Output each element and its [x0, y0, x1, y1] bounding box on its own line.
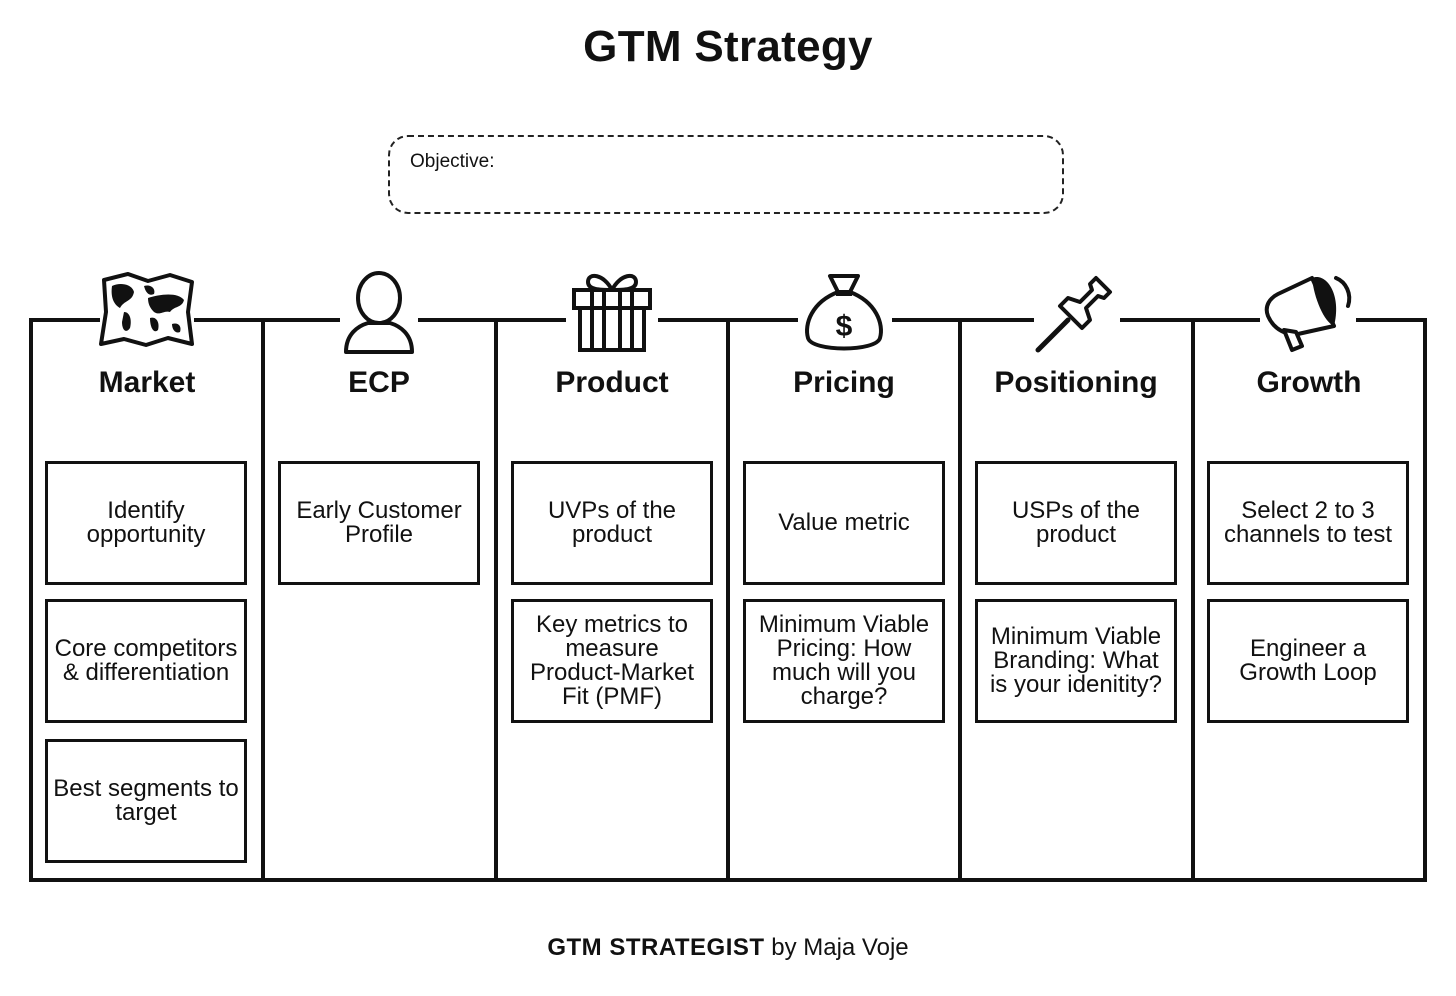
money-bag-icon: $: [805, 274, 883, 351]
svg-text:$: $: [836, 310, 853, 343]
column-heading-pricing: Pricing: [793, 366, 895, 399]
growth-card-channels[interactable]: Select 2 to 3 channels to test: [1207, 461, 1409, 585]
column-heading-growth: Growth: [1256, 366, 1362, 399]
positioning-card-branding[interactable]: Minimum Viable Branding: What is your id…: [975, 599, 1177, 723]
world-map-icon: [99, 272, 194, 347]
footer-brand: GTM STRATEGIST: [547, 934, 765, 961]
footer-credit: GTM STRATEGIST by Maja Voje: [0, 934, 1456, 962]
person-icon: [344, 271, 414, 354]
objective-field[interactable]: Objective:: [388, 135, 1064, 214]
objective-label: Objective:: [410, 151, 495, 172]
pricing-card-value-metric[interactable]: Value metric: [743, 461, 945, 585]
page-title: GTM Strategy: [583, 22, 873, 71]
column-heading-market: Market: [98, 366, 196, 399]
product-card-pmf-metrics[interactable]: Key metrics to measure Product-Market Fi…: [511, 599, 713, 723]
positioning-card-usps[interactable]: USPs of the product: [975, 461, 1177, 585]
growth-card-growth-loop[interactable]: Engineer a Growth Loop: [1207, 599, 1409, 723]
pricing-card-mvp-pricing[interactable]: Minimum Viable Pricing: How much will yo…: [743, 599, 945, 723]
product-card-uvps[interactable]: UVPs of the product: [511, 461, 713, 585]
market-card-opportunity[interactable]: Identify opportunity: [45, 461, 247, 585]
column-heading-product: Product: [555, 366, 669, 399]
pushpin-icon: [1035, 276, 1112, 353]
gift-box-icon: [572, 273, 652, 352]
column-heading-ecp: ECP: [348, 366, 410, 399]
market-card-competitors[interactable]: Core competitors & differentiation: [45, 599, 247, 723]
market-card-segments[interactable]: Best segments to target: [45, 739, 247, 863]
column-heading-positioning: Positioning: [994, 366, 1158, 399]
ecp-card-profile[interactable]: Early Customer Profile: [278, 461, 480, 585]
megaphone-icon: [1264, 276, 1352, 352]
footer-byline: by Maja Voje: [764, 934, 909, 961]
